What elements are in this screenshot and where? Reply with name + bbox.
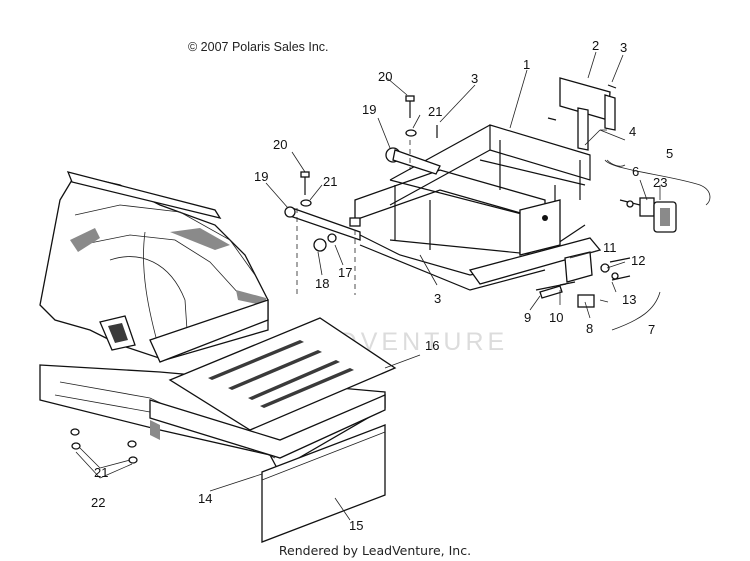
- callout-15: 15: [349, 518, 363, 533]
- callout-8: 8: [586, 321, 593, 336]
- copyright-text: © 2007 Polaris Sales Inc.: [188, 40, 329, 54]
- callout-10: 10: [549, 310, 563, 325]
- leader-lines: [75, 51, 661, 521]
- callout-4: 4: [629, 124, 636, 139]
- callout-labels: 1 2 3 3 3 4 5 6 7 8 9 10 11 12 13 14 15 …: [91, 38, 673, 533]
- mount-hardware: [539, 251, 631, 308]
- callout-19a: 19: [362, 102, 376, 117]
- rear-rack: [349, 124, 602, 291]
- callout-20a: 20: [378, 69, 392, 84]
- seat-assembly: [39, 171, 269, 363]
- rear-plate: [168, 317, 397, 431]
- callout-12: 12: [631, 253, 645, 268]
- callout-21b: 21: [323, 174, 337, 189]
- callout-21c: 21: [94, 465, 108, 480]
- callout-1: 1: [523, 57, 530, 72]
- footer-text: Rendered by LeadVenture, Inc.: [278, 543, 472, 558]
- cross-bar: [284, 147, 441, 252]
- taillight-assembly: [604, 159, 711, 233]
- callout-11: 11: [603, 240, 617, 255]
- snow-flap: [261, 424, 386, 543]
- callout-23: 23: [653, 175, 667, 190]
- callout-18: 18: [315, 276, 329, 291]
- callout-19b: 19: [254, 169, 268, 184]
- callout-9: 9: [524, 310, 531, 325]
- bolts: [300, 95, 576, 291]
- callout-3a: 3: [471, 71, 478, 86]
- callout-6: 6: [632, 164, 639, 179]
- callout-5: 5: [666, 146, 673, 161]
- callout-7: 7: [648, 322, 655, 337]
- callout-3b: 3: [620, 40, 627, 55]
- callout-22: 22: [91, 495, 105, 510]
- callout-13: 13: [622, 292, 636, 307]
- callout-14: 14: [198, 491, 212, 506]
- callout-20b: 20: [273, 137, 287, 152]
- callout-2: 2: [592, 38, 599, 53]
- callout-16: 16: [425, 338, 439, 353]
- callout-3c: 3: [434, 291, 441, 306]
- callout-17: 17: [338, 265, 352, 280]
- license-bracket: [547, 77, 617, 151]
- alignment-lines: [296, 140, 411, 295]
- callout-21a: 21: [428, 104, 442, 119]
- lower-washers: [70, 428, 138, 464]
